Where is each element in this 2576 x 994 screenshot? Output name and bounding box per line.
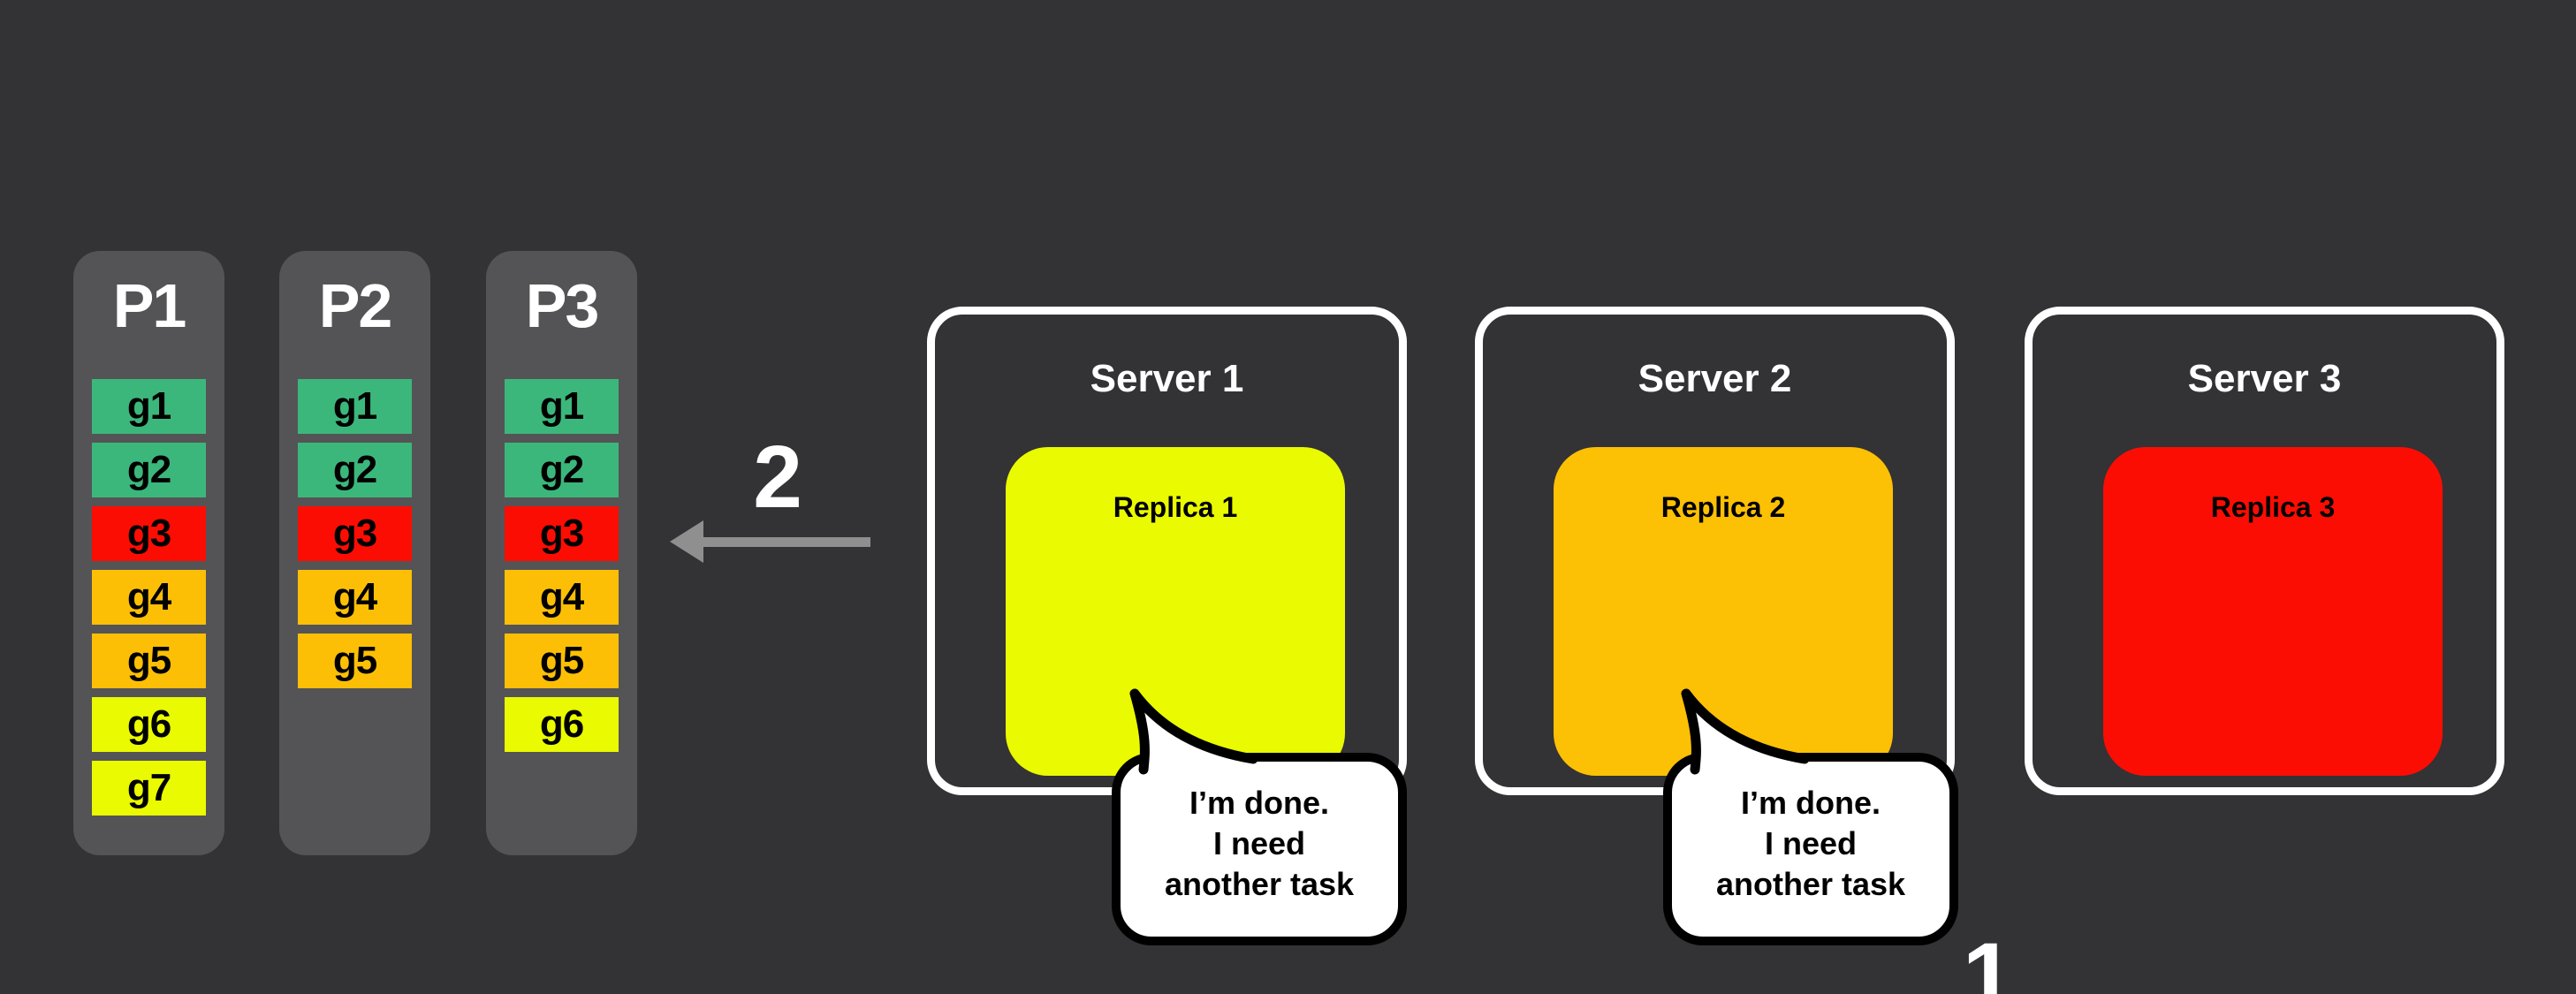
task-block: g3 <box>92 506 206 561</box>
replica-label: Replica 3 <box>2210 491 2336 523</box>
task-block: g4 <box>298 570 412 625</box>
task-block: g1 <box>505 379 619 434</box>
speech-bubble-tail <box>1681 688 1810 784</box>
task-block: g3 <box>298 506 412 561</box>
replica-label: Replica 2 <box>1660 491 1786 523</box>
server-box-1: Server 1 Replica 1 <box>927 307 1407 795</box>
server-title: Server 3 <box>2187 357 2342 400</box>
task-block: g7 <box>92 761 206 816</box>
task-block: g1 <box>92 379 206 434</box>
partition-title: P1 <box>112 271 187 340</box>
speech-bubble-replica-1: I’m done. I need another task <box>1112 753 1407 945</box>
server-title: Server 2 <box>1638 357 1792 400</box>
speech-bubble-line: another task <box>1715 866 1906 902</box>
speech-bubble-text: I’m done. I need another task <box>1672 762 1949 905</box>
speech-bubble-replica-2: I’m done. I need another task <box>1663 753 1958 945</box>
task-block: g6 <box>505 697 619 752</box>
partition-title: P3 <box>525 271 600 340</box>
task-block: g2 <box>92 443 206 497</box>
partition-column-p1: P1 g1 g2 g3 g4 g5 g6 g7 <box>73 251 224 855</box>
speech-bubble-line: I’m done. <box>1189 785 1329 821</box>
replica-box-2: Replica 2 <box>1554 447 1893 776</box>
replica-box-3: Replica 3 <box>2103 447 2443 776</box>
partition-title: P2 <box>318 271 393 340</box>
task-block: g3 <box>505 506 619 561</box>
step-2-label: 2 <box>753 428 802 527</box>
task-block: g5 <box>92 634 206 688</box>
speech-bubble-text: I’m done. I need another task <box>1121 762 1398 905</box>
speech-bubble-tail <box>1129 688 1258 784</box>
server-box-3: Server 3 Replica 3 <box>2025 307 2504 795</box>
task-list: g1 g2 g3 g4 g5 g6 <box>505 379 619 761</box>
task-block: g2 <box>298 443 412 497</box>
task-block: g2 <box>505 443 619 497</box>
step-1-label: 1 <box>1962 924 2015 994</box>
task-block: g4 <box>92 570 206 625</box>
task-block: g4 <box>505 570 619 625</box>
task-list: g1 g2 g3 g4 g5 g6 g7 <box>92 379 206 824</box>
partition-column-p2: P2 g1 g2 g3 g4 g5 <box>279 251 430 855</box>
speech-bubble-line: I need <box>1764 825 1858 861</box>
replica-box-1: Replica 1 <box>1006 447 1345 776</box>
task-block: g5 <box>505 634 619 688</box>
task-block: g5 <box>298 634 412 688</box>
task-block: g1 <box>298 379 412 434</box>
server-title: Server 1 <box>1090 357 1244 400</box>
replica-label: Replica 1 <box>1113 491 1238 523</box>
task-block: g6 <box>92 697 206 752</box>
speech-bubble-line: I’m done. <box>1740 785 1881 821</box>
speech-bubble-line: I need <box>1212 825 1306 861</box>
partition-column-p3: P3 g1 g2 g3 g4 g5 g6 <box>486 251 637 855</box>
speech-bubble-line: another task <box>1164 866 1355 902</box>
task-list: g1 g2 g3 g4 g5 <box>298 379 412 697</box>
arrow-left-icon <box>670 520 870 563</box>
